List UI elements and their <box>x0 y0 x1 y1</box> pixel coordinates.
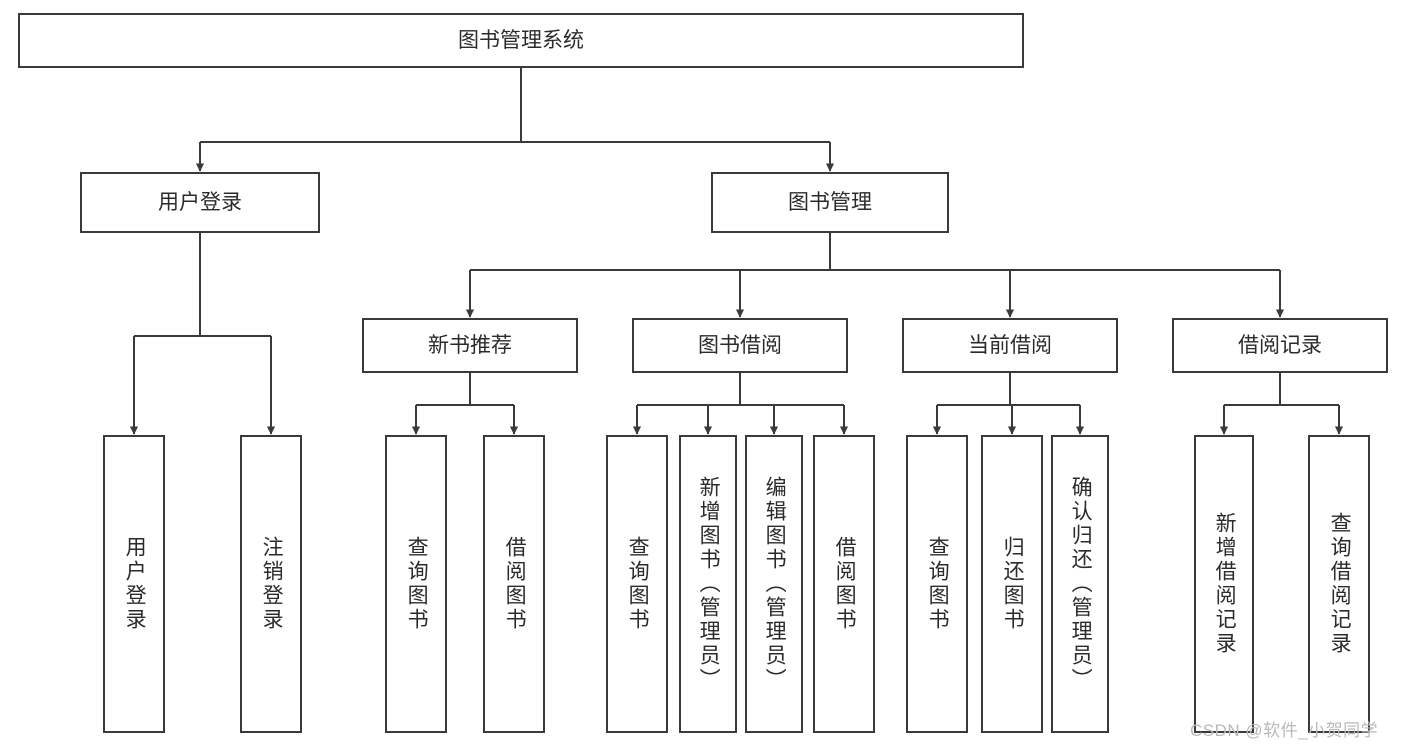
node-root[interactable]: 图书管理系统 <box>18 13 1024 68</box>
node-leaf-logout[interactable]: 注销登录 <box>240 435 302 733</box>
node-label: 借阅图书 <box>503 536 527 632</box>
node-label: 查询图书 <box>926 536 950 632</box>
node-label: 用户登录 <box>123 536 147 632</box>
node-label: 新增图书（管理员） <box>697 476 721 692</box>
node-label: 当前借阅 <box>968 333 1052 357</box>
node-label: 查询图书 <box>626 536 650 632</box>
node-leaf-edit-book[interactable]: 编辑图书（管理员） <box>745 435 803 733</box>
node-borrow-record[interactable]: 借阅记录 <box>1172 318 1388 373</box>
node-label: 查询借阅记录 <box>1328 512 1352 656</box>
node-label: 借阅记录 <box>1238 333 1322 357</box>
node-label: 图书管理 <box>788 190 872 214</box>
node-book-borrow[interactable]: 图书借阅 <box>632 318 848 373</box>
node-leaf-confirm-return[interactable]: 确认归还（管理员） <box>1051 435 1109 733</box>
node-leaf-return-book[interactable]: 归还图书 <box>981 435 1043 733</box>
node-leaf-borrow-book-2[interactable]: 借阅图书 <box>813 435 875 733</box>
node-leaf-add-record[interactable]: 新增借阅记录 <box>1194 435 1254 733</box>
node-label: 借阅图书 <box>833 536 857 632</box>
node-label: 归还图书 <box>1001 536 1025 632</box>
node-leaf-query-book-1[interactable]: 查询图书 <box>385 435 447 733</box>
node-leaf-borrow-book-1[interactable]: 借阅图书 <box>483 435 545 733</box>
node-label: 新增借阅记录 <box>1213 512 1237 656</box>
node-label: 确认归还（管理员） <box>1069 476 1093 692</box>
node-leaf-query-book-2[interactable]: 查询图书 <box>606 435 668 733</box>
node-label: 图书借阅 <box>698 333 782 357</box>
wire-group <box>129 68 1344 435</box>
node-book-manage[interactable]: 图书管理 <box>711 172 949 233</box>
node-label: 编辑图书（管理员） <box>763 476 787 692</box>
node-current-borrow[interactable]: 当前借阅 <box>902 318 1118 373</box>
watermark-text: CSDN @软件_小贺同学 <box>1190 721 1379 740</box>
node-label: 查询图书 <box>405 536 429 632</box>
node-label: 注销登录 <box>260 536 284 632</box>
node-leaf-add-book[interactable]: 新增图书（管理员） <box>679 435 737 733</box>
node-leaf-query-record[interactable]: 查询借阅记录 <box>1308 435 1370 733</box>
node-label: 用户登录 <box>158 190 242 214</box>
node-leaf-query-book-3[interactable]: 查询图书 <box>906 435 968 733</box>
node-label: 图书管理系统 <box>458 28 584 52</box>
node-new-book-rec[interactable]: 新书推荐 <box>362 318 578 373</box>
node-leaf-user-login[interactable]: 用户登录 <box>103 435 165 733</box>
node-user-login[interactable]: 用户登录 <box>80 172 320 233</box>
node-label: 新书推荐 <box>428 333 512 357</box>
